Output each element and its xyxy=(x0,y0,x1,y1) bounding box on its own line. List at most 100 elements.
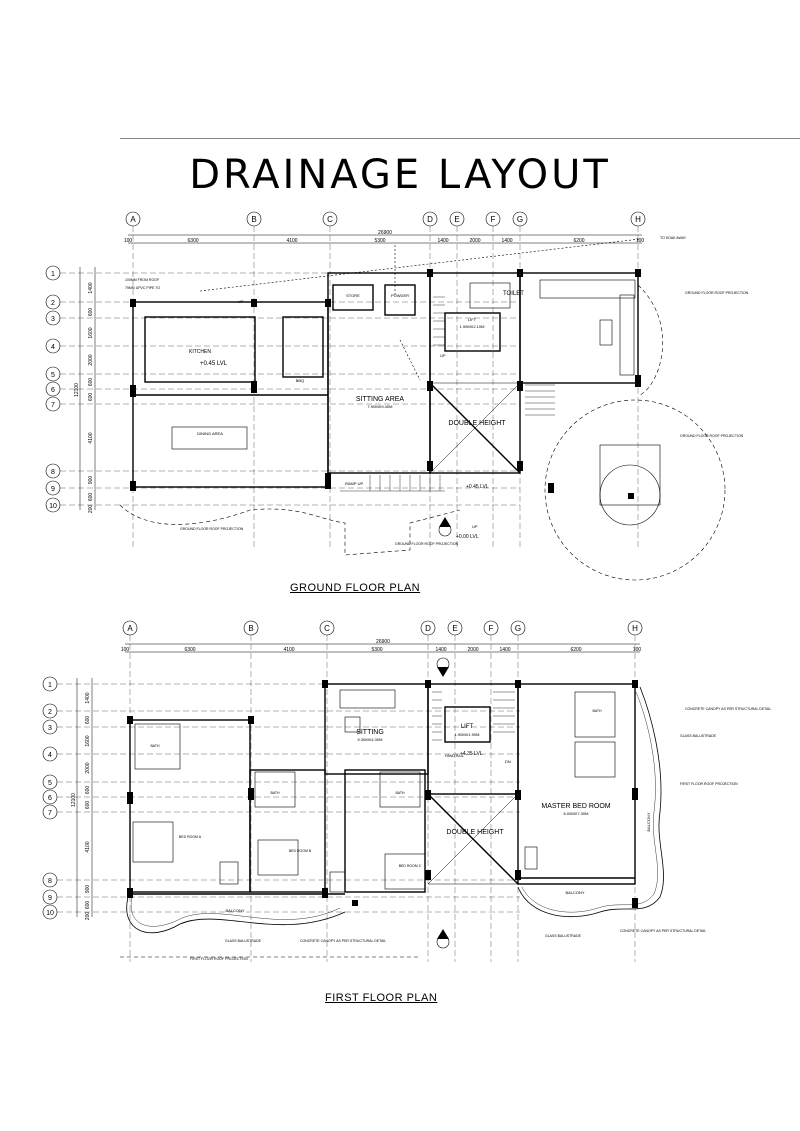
ff-bath-2: BATH xyxy=(270,791,280,795)
ff-overall-dim: 26900 xyxy=(376,639,390,645)
ff-col-h: H xyxy=(632,624,638,633)
ff-row-9: 9 xyxy=(48,895,52,902)
gf-row-grid xyxy=(45,265,520,513)
ff-dim-5: 2000 xyxy=(467,647,478,653)
gf-row-3: 3 xyxy=(51,316,55,323)
gf-store: STORE xyxy=(346,293,360,298)
gf-drain-pipes xyxy=(199,238,641,381)
gf-dim-6: 1400 xyxy=(501,238,512,244)
gf-sitting: SITTING AREA xyxy=(356,396,405,403)
ff-dn: DN xyxy=(505,759,511,764)
ff-lvl: +4.35 LVL xyxy=(460,751,483,757)
gf-roof-projection-note: GROUND FLOOR ROOF PROJECTION xyxy=(685,291,749,295)
ff-canopy-note-3: CONCRETE CANOPY AS PER STRUCTURAL DETAIL xyxy=(685,707,771,711)
ff-row-1: 1 xyxy=(48,682,52,689)
ff-col-c: C xyxy=(324,624,330,633)
ff-col-a: A xyxy=(127,624,133,633)
gf-col-c: C xyxy=(327,215,333,224)
ff-col-e: E xyxy=(452,624,457,633)
ff-lift: LIFT xyxy=(461,724,474,730)
ff-bedroom-b: BED ROOM B xyxy=(289,849,312,853)
ff-ldim-0: 1400 xyxy=(85,692,91,703)
ff-glass-note-2: GLASS BALUSTRADE xyxy=(545,934,582,938)
gf-col-f: F xyxy=(491,215,496,224)
ff-hand-rail: HAND RAIL xyxy=(445,754,464,758)
ff-roof-note: FIRST FLOOR ROOF PROJECTION xyxy=(190,957,248,961)
gf-ramp: RAMP UP xyxy=(345,481,363,486)
gf-sitting-size: 7.90MX9.40M xyxy=(368,404,393,409)
ff-row-6: 6 xyxy=(48,795,52,802)
ff-ldim-6: 4100 xyxy=(85,841,91,852)
ff-bedroom-c: BED ROOM C xyxy=(399,864,422,868)
gf-dim-1: 6300 xyxy=(187,238,198,244)
ff-row-7: 7 xyxy=(48,810,52,817)
gf-dim-5: 2000 xyxy=(469,238,480,244)
top-rule xyxy=(120,138,800,139)
gf-row-10: 10 xyxy=(49,503,57,510)
gf-row-1: 1 xyxy=(51,271,55,278)
ff-col-f: F xyxy=(489,624,494,633)
gf-col-e: E xyxy=(454,215,459,224)
gf-dim-8: 100 xyxy=(636,238,645,244)
gf-ldim-6: 4100 xyxy=(88,432,94,443)
gf-ldim-7: 900 xyxy=(88,476,94,485)
gf-ldim-2: 1600 xyxy=(88,327,94,338)
ff-ldim-9: 200 xyxy=(85,912,91,921)
gf-ldim-5: 600 xyxy=(88,393,94,402)
ff-double-height: DOUBLE HEIGHT xyxy=(446,829,504,836)
ff-ldim-8: 600 xyxy=(85,901,91,910)
ff-master-size: 6.00MX7.30M xyxy=(564,811,589,816)
ff-plan-title: FIRST FLOOR PLAN xyxy=(325,992,438,1004)
ff-balcony-1: BALCONY xyxy=(225,908,244,913)
ff-ldim-2: 1600 xyxy=(85,735,91,746)
ff-row-8: 8 xyxy=(48,878,52,885)
gf-roof-projection-note-2: GROUND FLOOR ROOF PROJECTION xyxy=(680,434,744,438)
ff-dim-3: 5300 xyxy=(371,647,382,653)
gf-column-grid xyxy=(125,211,646,550)
ff-canopy-note-2: CONCRETE CANOPY AS PER STRUCTURAL DETAIL xyxy=(620,929,706,933)
gf-roof-projection xyxy=(119,284,726,581)
ff-row-5: 5 xyxy=(48,780,52,787)
gf-row-7: 7 xyxy=(51,402,55,409)
gf-overall-dim: 26900 xyxy=(378,230,392,236)
gf-plan-title: GROUND FLOOR PLAN xyxy=(290,582,421,594)
ff-ldim-7: 900 xyxy=(85,885,91,894)
ff-ldim-5: 600 xyxy=(85,801,91,810)
gf-row-2: 2 xyxy=(51,300,55,307)
gf-dim-3: 5300 xyxy=(374,238,385,244)
gf-col-h: H xyxy=(635,215,641,224)
gf-lvl-3: +0.00 LVL xyxy=(456,534,479,540)
gf-double-height: DOUBLE HEIGHT xyxy=(448,420,506,427)
gf-roof-projection-note-4: GROUND FLOOR ROOF PROJECTION xyxy=(395,542,459,546)
ff-bedroom-a: BED ROOM A xyxy=(179,835,202,839)
ff-row-2: 2 xyxy=(48,709,52,716)
gf-ldim-0: 1400 xyxy=(88,282,94,293)
gf-ldim-8: 600 xyxy=(88,493,94,502)
gf-up-1: UP xyxy=(238,299,244,304)
gf-roof-projection-note-3: GROUND FLOOR ROOF PROJECTION xyxy=(180,527,244,531)
gf-walls xyxy=(132,272,661,526)
ff-ldim-4: 600 xyxy=(85,786,91,795)
ff-sitting: SITTING xyxy=(356,729,384,736)
ff-left-total: 12100 xyxy=(71,793,77,807)
ff-columns xyxy=(127,680,638,908)
ff-col-d: D xyxy=(425,624,431,633)
gf-bbq: BBQ xyxy=(296,378,304,383)
ground-floor-plan: A B C D E F G H 1 2 3 4 5 6 7 8 9 10 269… xyxy=(45,211,749,581)
gf-up-3: UP xyxy=(472,524,478,529)
ff-balcony-canopy xyxy=(126,686,664,934)
gf-dim-4: 1400 xyxy=(437,238,448,244)
ff-walls xyxy=(129,683,636,895)
ff-dim-8: 100 xyxy=(633,647,642,653)
ff-dim-6: 1400 xyxy=(499,647,510,653)
gf-col-d: D xyxy=(427,215,433,224)
ff-master-bed: MASTER BED ROOM xyxy=(541,803,610,810)
gf-row-6: 6 xyxy=(51,387,55,394)
ff-row-4: 4 xyxy=(48,752,52,759)
gf-columns xyxy=(130,269,641,499)
gf-dim-7: 6200 xyxy=(573,238,584,244)
ff-col-g: G xyxy=(515,624,521,633)
ff-balcony-2: BALCONY xyxy=(565,890,584,895)
first-floor-plan: A B C D E F G H 1 2 3 4 5 6 7 8 9 10 269… xyxy=(42,620,771,962)
gf-kitchen-lvl: +0.45 LVL xyxy=(200,361,228,367)
